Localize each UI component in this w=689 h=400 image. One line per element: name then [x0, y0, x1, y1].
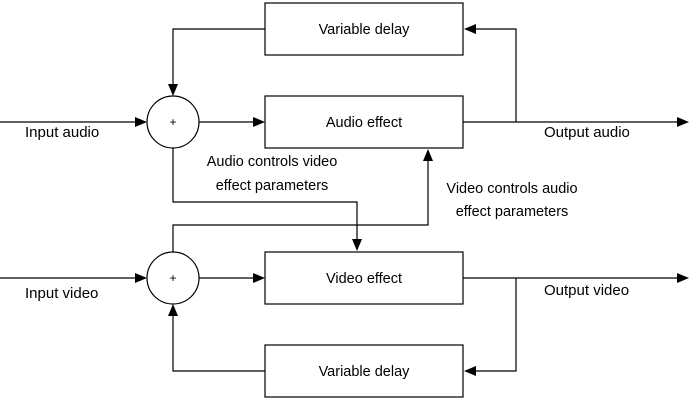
wire-top-delay-to-sum	[172, 28, 265, 88]
variable-delay-bottom-label: Variable delay	[319, 364, 411, 380]
arrowhead-output-video	[677, 273, 689, 283]
output-audio-label: Output audio	[544, 124, 630, 141]
video-summing-symbol: +	[169, 271, 176, 285]
arrowhead-into-video-effect-control	[352, 239, 362, 251]
output-video-label: Output video	[544, 282, 629, 299]
input-audio-label: Input audio	[25, 124, 99, 141]
variable-delay-bottom-block	[264, 344, 464, 398]
input-video-label: Input video	[25, 285, 98, 302]
video-controls-audio-label-line2: effect parameters	[456, 204, 569, 220]
audio-effect-block	[264, 95, 464, 149]
audio-summing-symbol: +	[169, 115, 176, 129]
video-controls-audio-label-line1: Video controls audio	[446, 181, 577, 197]
video-summing-node	[146, 251, 200, 305]
variable-delay-top-block	[264, 2, 464, 56]
arrowhead-top-delay-into-sum	[168, 84, 178, 96]
wire-video-controls-audio	[172, 158, 429, 256]
video-effect-block	[264, 251, 464, 305]
arrowhead-into-audio-effect	[253, 117, 265, 127]
video-effect-label: Video effect	[326, 271, 402, 287]
wire-bottom-delay-to-sum	[172, 316, 265, 372]
arrowhead-input-audio	[135, 117, 147, 127]
arrowhead-input-video	[135, 273, 147, 283]
audio-summing-node	[146, 95, 200, 149]
arrowhead-into-bottom-delay	[464, 366, 476, 376]
arrowhead-output-audio	[677, 117, 689, 127]
audio-controls-video-label-line1: Audio controls video	[207, 154, 338, 170]
wire-audio-feedback-up	[476, 28, 517, 122]
arrowhead-into-video-effect	[253, 273, 265, 283]
arrowhead-into-top-delay	[464, 24, 476, 34]
arrowhead-bottom-delay-into-sum	[168, 304, 178, 316]
wire-audio-controls-video	[172, 148, 358, 243]
audio-effect-label: Audio effect	[326, 115, 402, 131]
variable-delay-top-label: Variable delay	[319, 22, 411, 38]
arrowhead-into-audio-effect-control	[423, 149, 433, 161]
wire-video-feedback-down	[476, 278, 517, 372]
audio-controls-video-label-line2: effect parameters	[216, 178, 329, 194]
